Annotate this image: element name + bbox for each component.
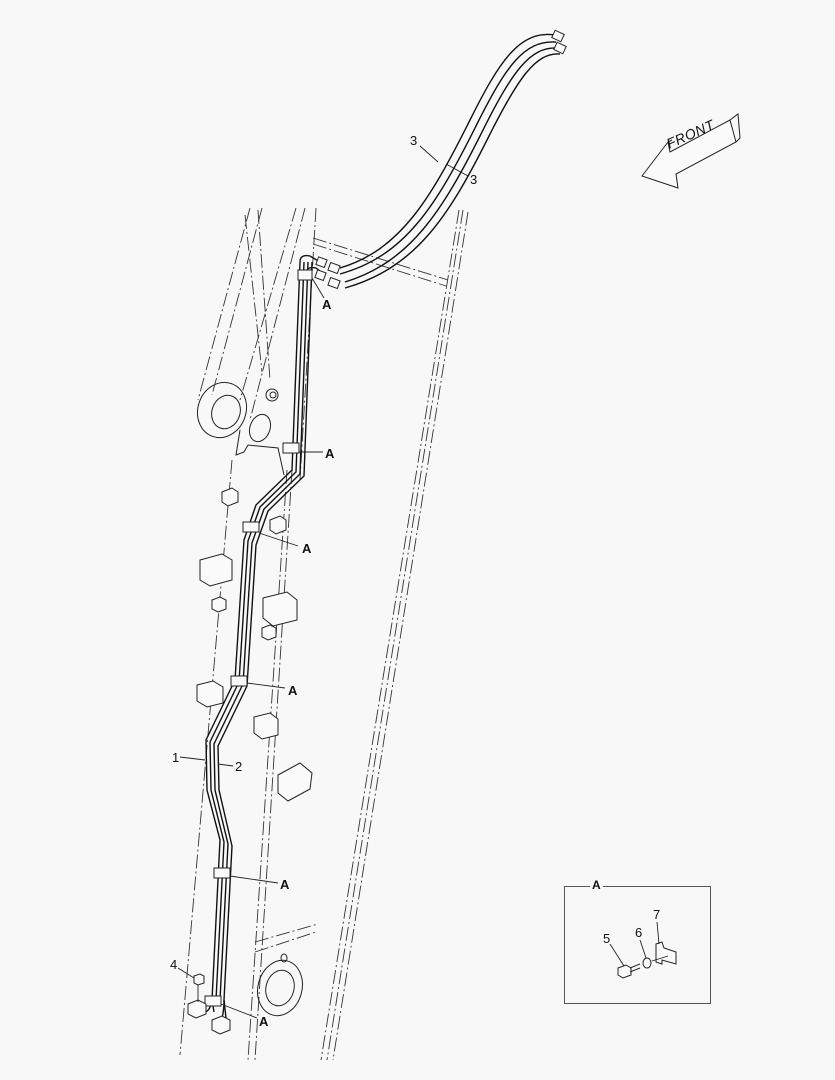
callout-part-2: 2 — [235, 759, 243, 774]
callout-clamp-a: A — [280, 877, 290, 892]
callout-part-3: 3 — [410, 133, 418, 148]
callout-part-7: 7 — [653, 907, 661, 922]
detail-view-title: A — [590, 878, 603, 892]
callout-part-1: 1 — [172, 750, 180, 765]
mounting-blocks — [196, 487, 313, 802]
callout-clamp-a: A — [322, 297, 332, 312]
boom-pin-boss — [196, 381, 285, 476]
callout-clamp-a: A — [259, 1014, 269, 1029]
callout-part-5: 5 — [603, 931, 611, 946]
callout-part-4: 4 — [170, 957, 178, 972]
hoses — [314, 29, 567, 290]
callout-clamp-a: A — [302, 541, 312, 556]
detail-view-a — [564, 886, 711, 1004]
callout-part-6: 6 — [635, 925, 643, 940]
clamps — [204, 269, 313, 1007]
end-fittings — [187, 973, 231, 1035]
front-arrow-icon — [641, 113, 741, 189]
detail-a-drawing — [609, 921, 677, 979]
swivel-joint — [257, 953, 303, 1017]
callout-clamp-a: A — [288, 683, 298, 698]
callout-clamp-a: A — [325, 446, 335, 461]
leader-lines — [177, 145, 469, 1019]
callout-part-3: 3 — [470, 172, 478, 187]
